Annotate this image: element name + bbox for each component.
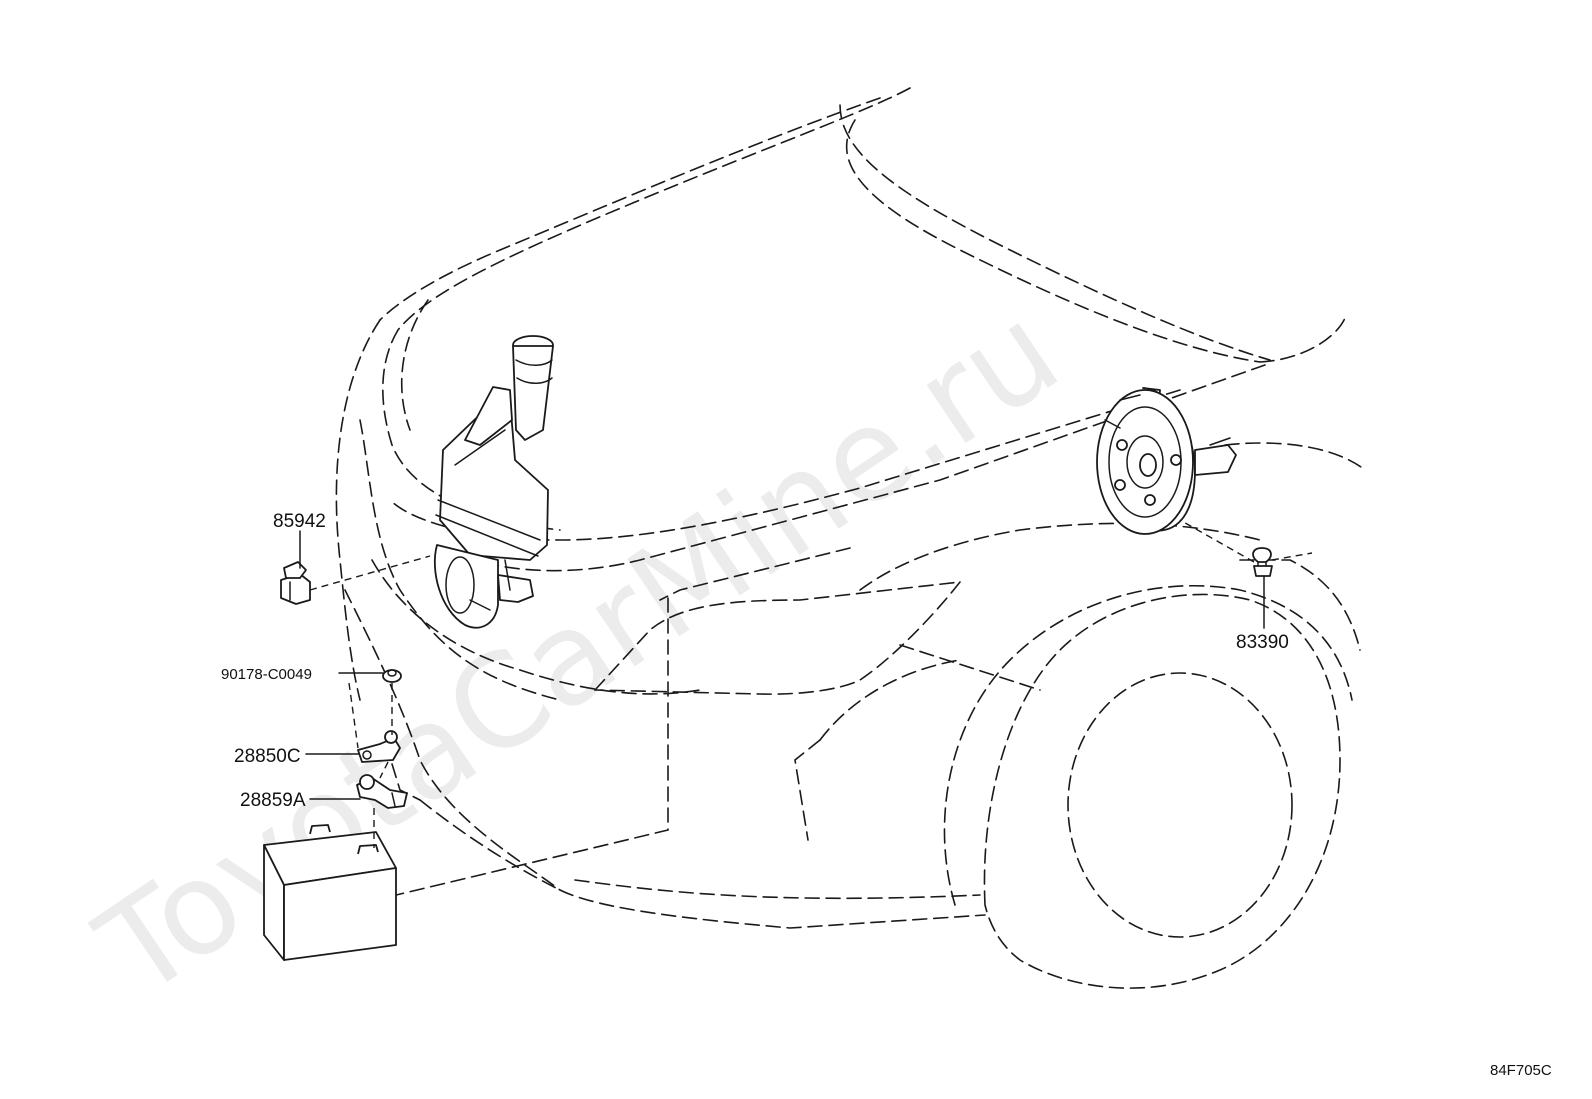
washer-jar-assembly [433, 335, 554, 629]
brake-booster [1096, 387, 1237, 535]
label-90178-c0049: 90178-C0049 [221, 666, 312, 683]
label-28859a: 28859A [240, 790, 306, 811]
label-28850c: 28850C [234, 746, 301, 767]
part-85942-clamp[interactable] [280, 561, 311, 605]
vehicle-body-outline [335, 87, 1366, 989]
leader-lines [299, 519, 1313, 848]
part-83390-clip[interactable] [1252, 547, 1273, 577]
part-28850c-terminal[interactable] [357, 730, 401, 763]
watermark: ToyotaCarMine.ru [73, 277, 1084, 1026]
diagram-code: 84F705C [1490, 1062, 1552, 1079]
label-83390: 83390 [1236, 632, 1289, 653]
battery [263, 824, 397, 961]
part-90178-nut[interactable] [382, 669, 402, 683]
part-28859a-terminal[interactable] [356, 774, 408, 809]
label-85942: 85942 [273, 511, 326, 532]
